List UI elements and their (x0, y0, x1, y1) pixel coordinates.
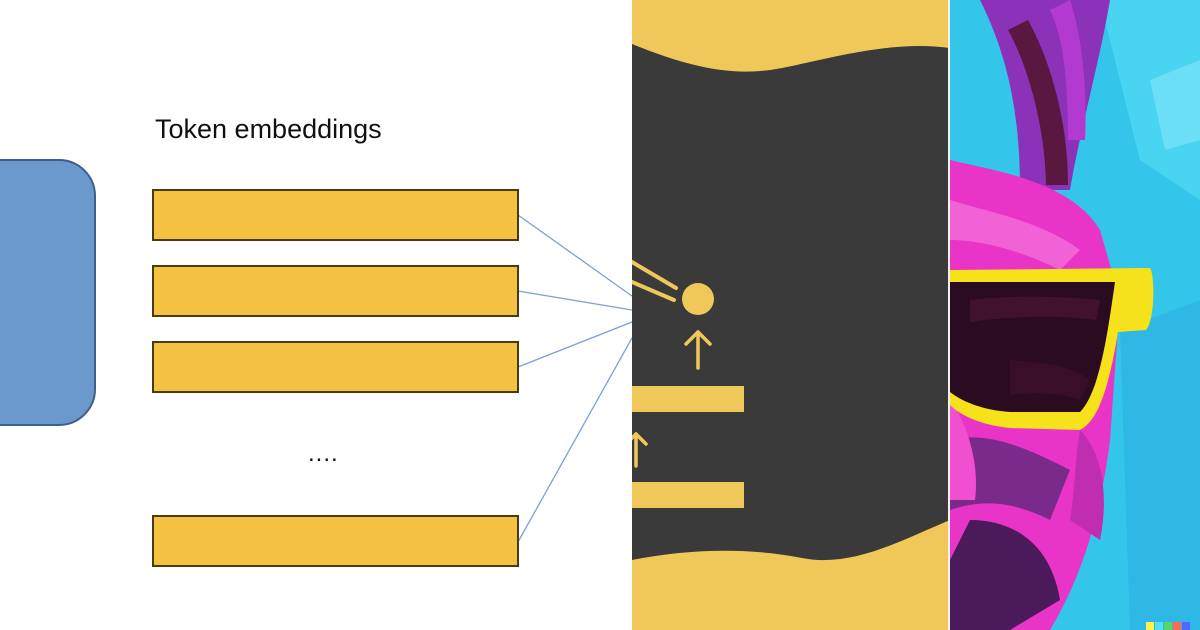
panel-divider (948, 0, 950, 630)
illustration-canvas (632, 0, 950, 630)
watermark-square (1164, 622, 1172, 630)
embedding-bar (152, 189, 519, 241)
watermark-square (1182, 622, 1190, 630)
ellipsis-label: .... (308, 440, 339, 467)
connector-line (517, 337, 632, 543)
circle-node-icon (682, 283, 714, 315)
embedding-bar (152, 265, 519, 317)
painting-canvas (950, 0, 1200, 630)
embedding-bar (152, 515, 519, 567)
top-wave-shape (632, 0, 950, 72)
watermark-square (1173, 622, 1181, 630)
connector-line (517, 290, 632, 311)
watermark-square (1155, 622, 1163, 630)
up-arrow-icon (632, 432, 648, 468)
token-embeddings-diagram: Token embeddings .... (0, 114, 632, 567)
up-arrow-icon (684, 330, 712, 370)
incoming-line (632, 280, 676, 302)
connector-line (517, 214, 632, 297)
layer-bar (632, 482, 744, 508)
connector-line (517, 321, 632, 368)
llama-painting (950, 0, 1200, 630)
bottom-wave-shape (632, 520, 950, 630)
abstract-network-illustration (632, 0, 950, 630)
embedding-bar (152, 341, 519, 393)
diagram-title: Token embeddings (155, 114, 382, 144)
incoming-line (632, 260, 678, 290)
watermark-square (1146, 622, 1154, 630)
diagram-canvas (0, 159, 632, 567)
model-block (0, 159, 96, 426)
layer-bar (632, 386, 744, 412)
